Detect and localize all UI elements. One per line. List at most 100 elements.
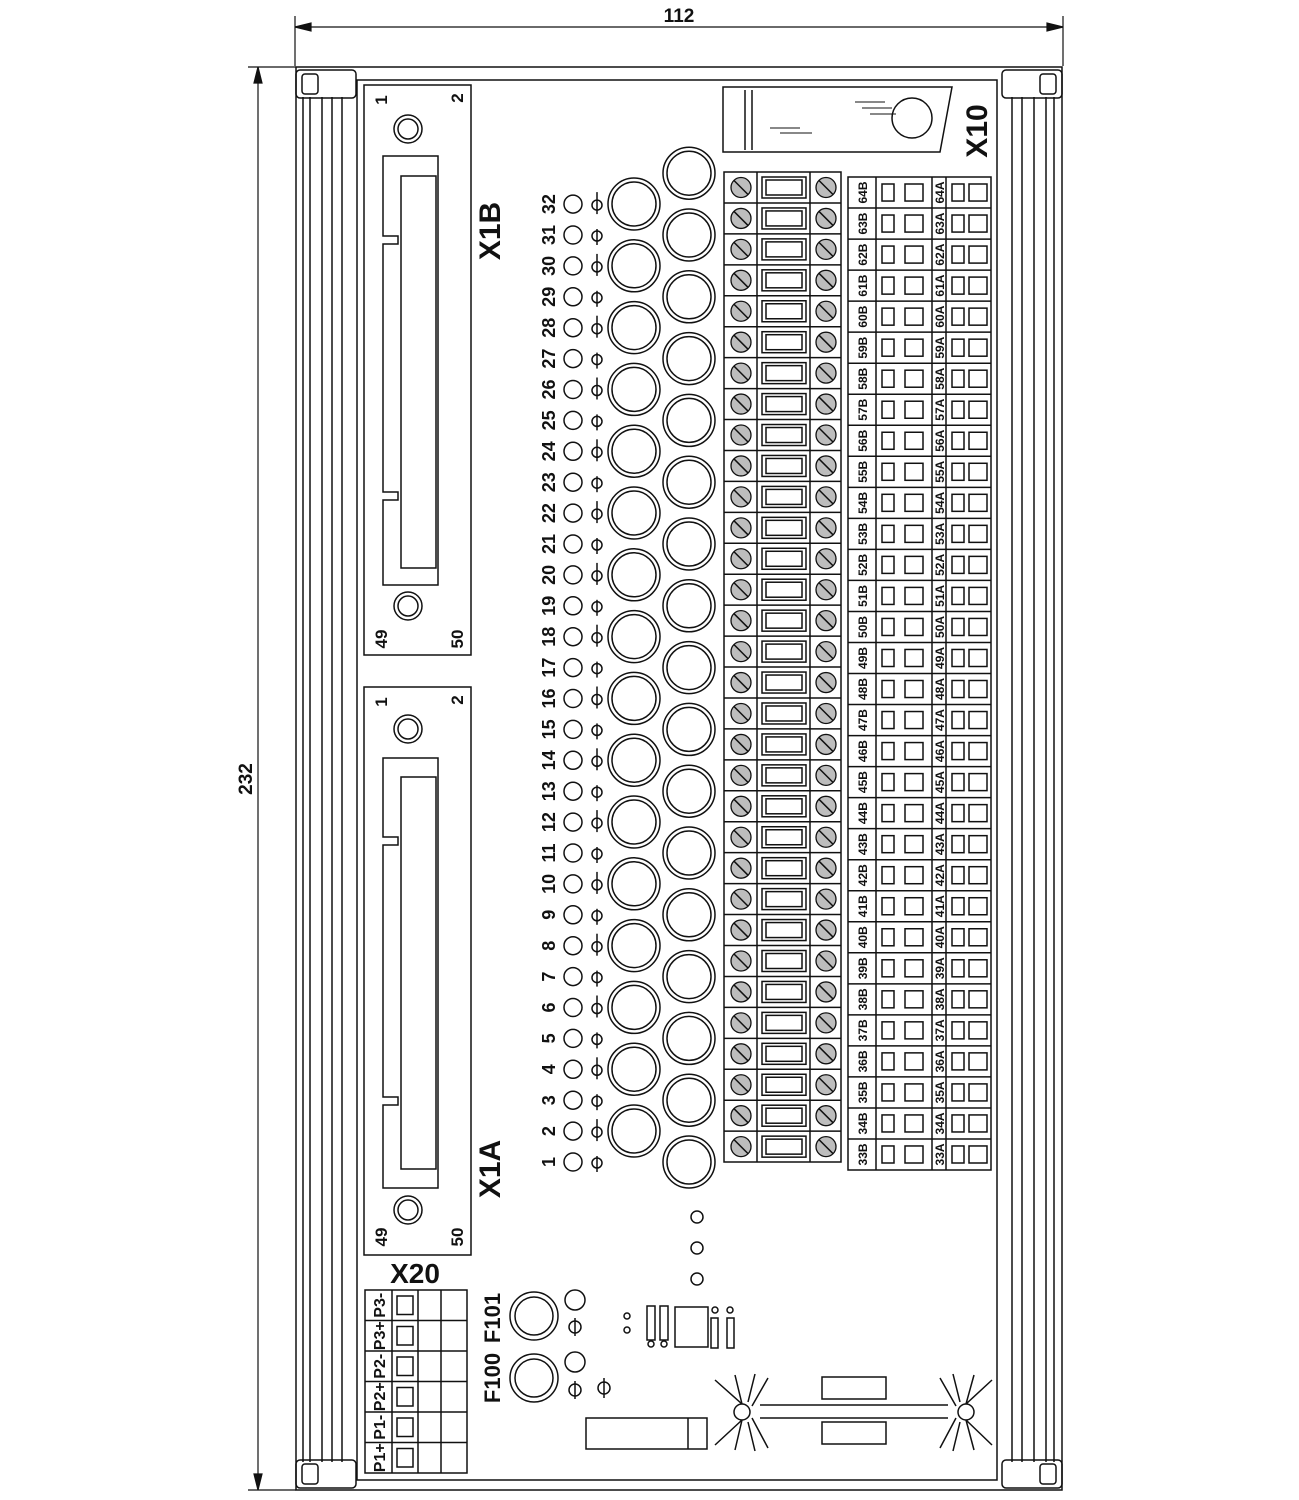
terminal-label-a: 50A — [933, 616, 947, 638]
channel-led — [563, 410, 583, 431]
terminal-label-b: 33B — [856, 1143, 870, 1165]
relay — [761, 1135, 807, 1158]
terminal-slot — [881, 990, 895, 1009]
terminal-label-a: 41A — [933, 895, 947, 917]
terminal-slot — [951, 648, 965, 668]
x20-terminal-slot — [396, 1417, 414, 1438]
terminal-slot — [881, 834, 895, 854]
terminal-strip — [723, 171, 842, 1163]
channel-led — [563, 1090, 583, 1110]
terminal-slot — [881, 493, 895, 513]
terminal-label-a: 46A — [933, 740, 947, 762]
x20-terminal-label: P3- — [372, 1293, 389, 1318]
terminal-slot — [951, 338, 965, 357]
fuse-holder — [607, 1104, 661, 1158]
terminal-slot — [951, 493, 965, 513]
terminal-slot — [951, 214, 965, 233]
relay — [761, 640, 807, 663]
channel-led — [563, 843, 583, 863]
relay — [761, 1073, 807, 1097]
relay — [761, 269, 807, 292]
x20-terminal-label: P2+ — [372, 1382, 389, 1411]
terminal-slot — [904, 1021, 924, 1040]
fuse-holder — [607, 918, 661, 973]
relay — [761, 1104, 807, 1127]
terminal-slot — [904, 990, 924, 1009]
fuse-holder — [607, 671, 661, 726]
terminal-slot — [904, 803, 924, 823]
channel-led — [563, 905, 583, 925]
terminal-label-a: 63A — [933, 212, 947, 234]
channel-led — [563, 657, 583, 678]
terminal-slot — [951, 679, 965, 699]
x1b-label: X1B — [474, 202, 507, 260]
fuse-holder — [662, 1011, 716, 1066]
terminal-label-b: 49B — [856, 647, 870, 669]
x1a-pin-50: 50 — [448, 1228, 467, 1247]
channel-led — [563, 966, 583, 987]
relay — [761, 1011, 807, 1035]
channel-number: 3 — [539, 1095, 559, 1105]
relay — [761, 795, 807, 818]
terminal-slot — [951, 555, 965, 575]
terminal-slot — [881, 772, 895, 792]
width-dimension — [294, 16, 1064, 66]
channel-number: 11 — [539, 843, 559, 862]
terminal-slot — [904, 648, 924, 668]
terminal-slot — [968, 710, 988, 730]
terminal-slot — [904, 1145, 924, 1164]
terminal-label-a: 38A — [933, 988, 947, 1010]
channel-number: 7 — [539, 972, 559, 982]
terminal-label-b: 50B — [856, 616, 870, 638]
terminal-slot — [904, 679, 924, 699]
fuse-holder — [662, 888, 716, 942]
x20-terminal-slot — [396, 1447, 414, 1468]
terminal-label-a: 62A — [933, 243, 947, 265]
fuse-holder — [607, 980, 661, 1035]
channel-number: 17 — [539, 658, 559, 678]
terminal-label-b: 58B — [856, 367, 870, 389]
x1b-pin-50: 50 — [448, 630, 467, 649]
relay — [761, 856, 807, 880]
terminal-slot — [951, 834, 965, 854]
terminal-slot — [881, 896, 895, 916]
channel-led — [563, 194, 583, 214]
terminal-label-b: 39B — [856, 957, 870, 979]
relay — [761, 764, 807, 787]
terminal-label-a: 53A — [933, 523, 947, 545]
terminal-label-a: 56A — [933, 429, 947, 451]
terminal-label-a: 47A — [933, 709, 947, 731]
fuse-holder — [662, 208, 716, 262]
channel-number: 4 — [539, 1064, 559, 1074]
terminal-label-b: 60B — [856, 305, 870, 327]
terminal-label-b: 34B — [856, 1112, 870, 1134]
terminal-slot — [904, 369, 924, 388]
terminal-label-a: 60A — [933, 305, 947, 327]
terminal-slot — [968, 834, 988, 854]
channel-led — [563, 1028, 583, 1049]
channel-led — [563, 565, 583, 585]
terminal-label-b: 52B — [856, 554, 870, 576]
terminal-label-b: 57B — [856, 398, 870, 420]
terminal-label-b: 64B — [856, 181, 870, 203]
terminal-slot — [968, 1052, 988, 1071]
terminal-slot — [881, 741, 895, 761]
terminal-slot — [881, 245, 895, 264]
terminal-slot — [904, 183, 924, 202]
terminal-slot — [904, 400, 924, 419]
channel-number: 19 — [539, 596, 559, 616]
channel-number: 14 — [539, 750, 559, 770]
terminal-label-a: 39A — [933, 957, 947, 979]
fuse-holder — [662, 949, 716, 1004]
terminal-slot — [904, 1083, 924, 1102]
x20-terminal-slot — [396, 1386, 414, 1407]
channel-number: 20 — [539, 565, 559, 585]
terminal-label-b: 42B — [856, 864, 870, 886]
channel-number: 8 — [539, 941, 559, 951]
terminal-label-b: 48B — [856, 678, 870, 700]
x1a-pin-49: 49 — [372, 1228, 391, 1247]
relay — [761, 609, 807, 632]
x10-label: X10 — [961, 104, 994, 157]
relay — [761, 578, 807, 601]
terminal-slot — [951, 307, 965, 326]
